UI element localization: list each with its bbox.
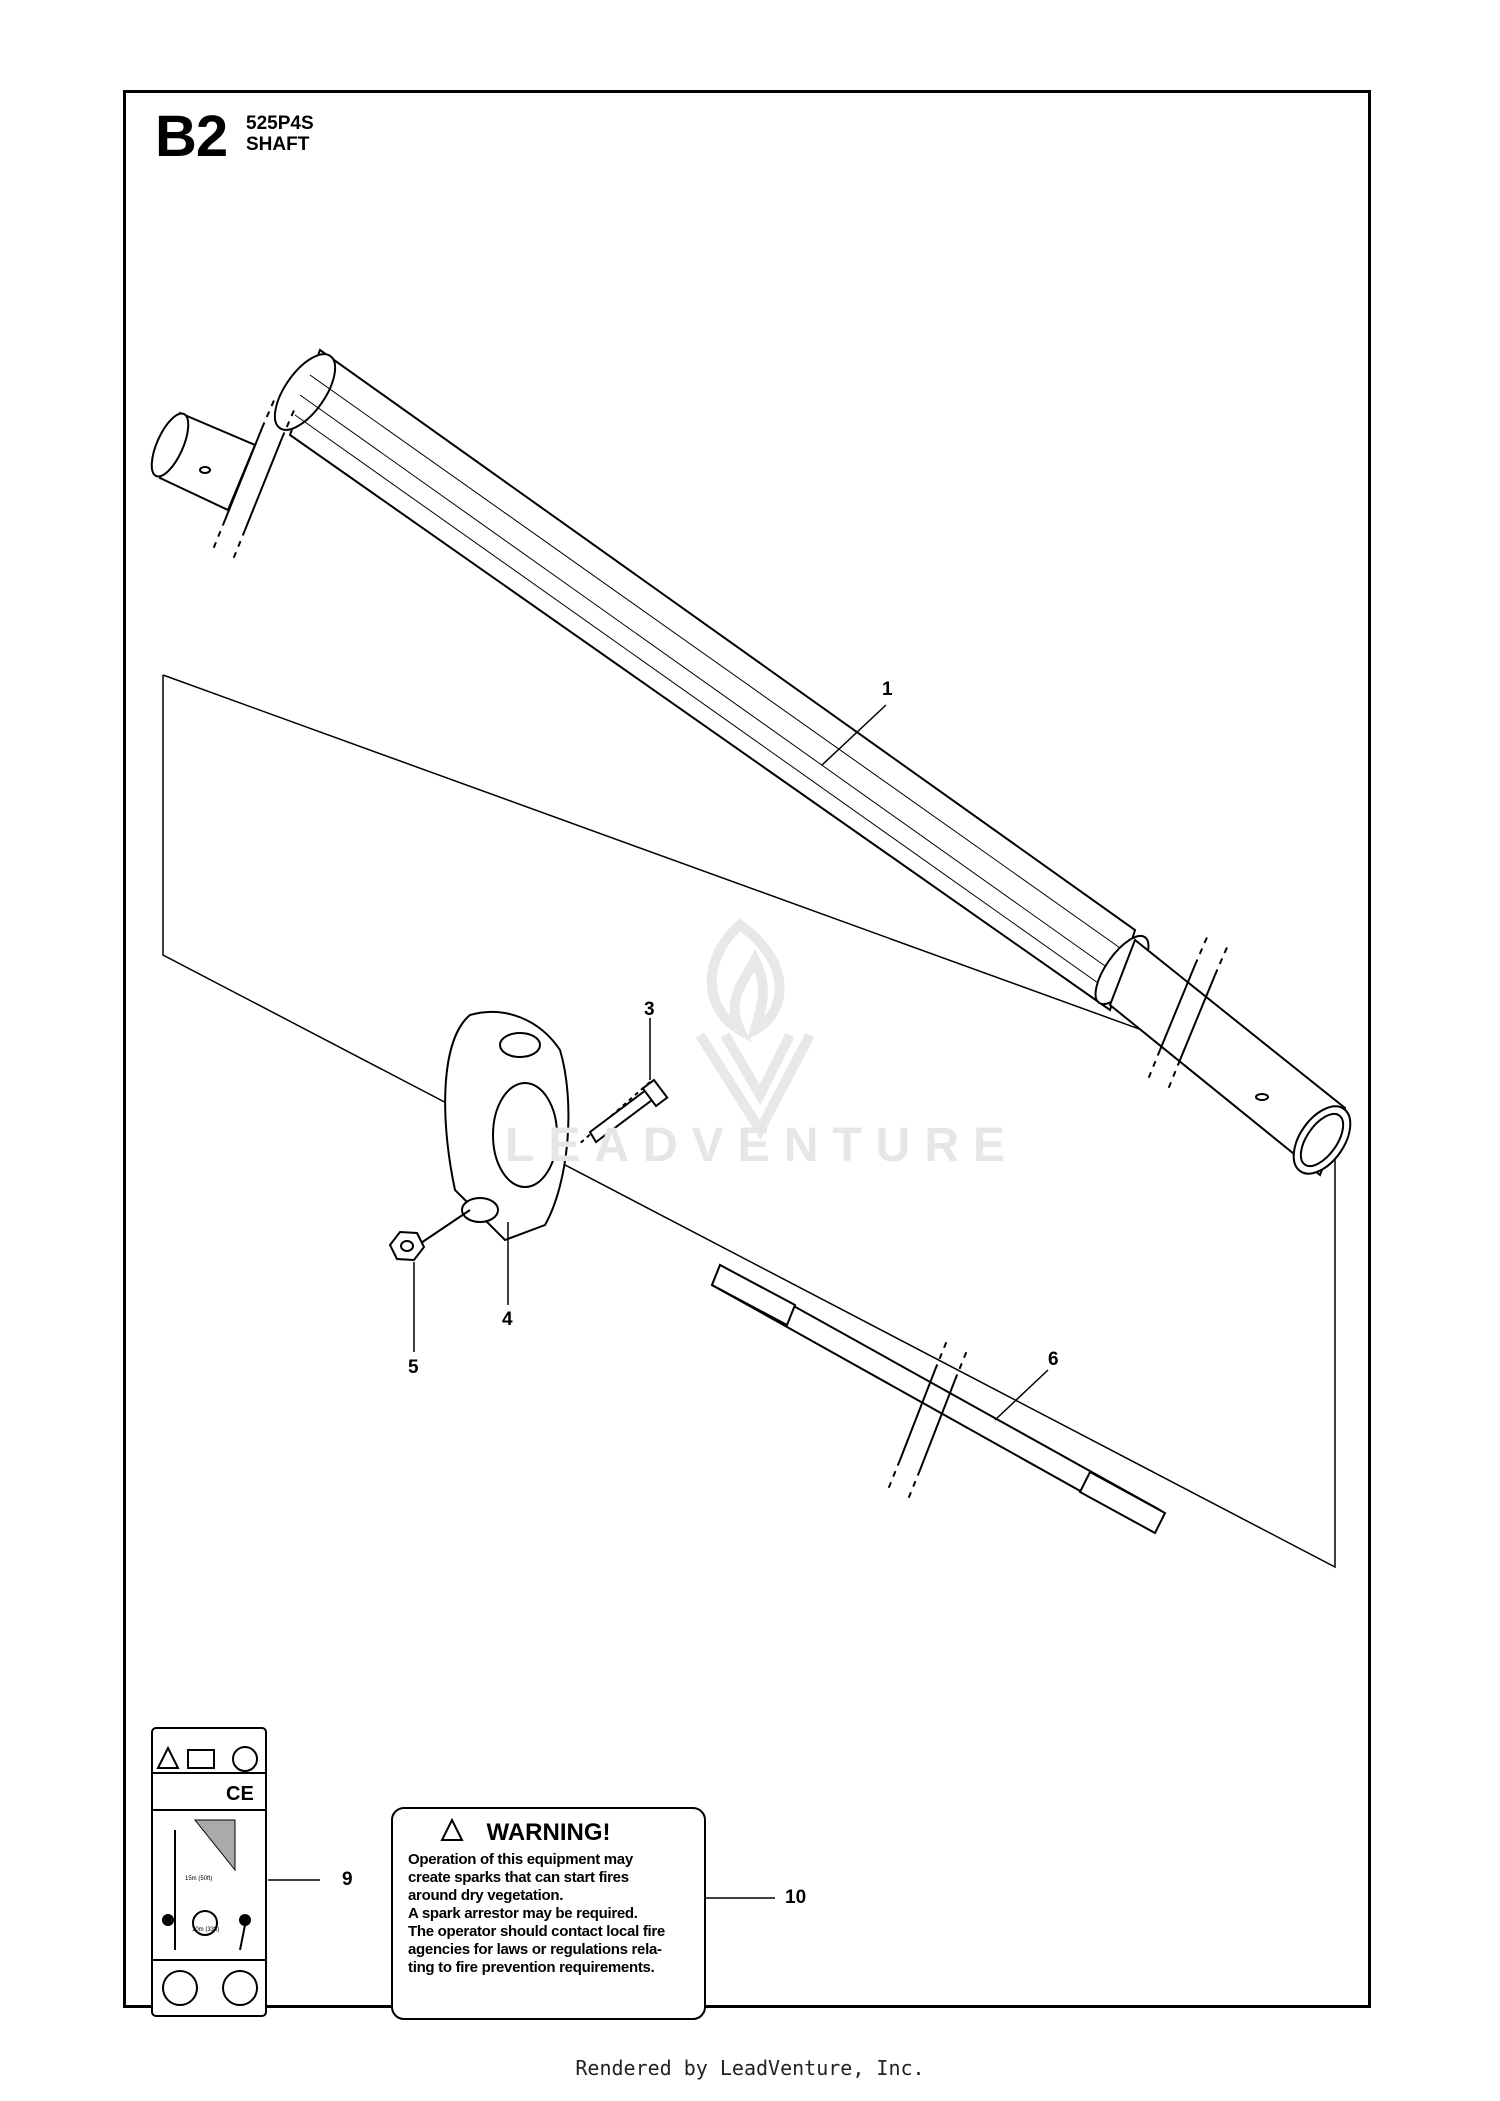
section-title: SHAFT bbox=[246, 134, 310, 155]
warning-label: WARNING! Operation of this equipment may… bbox=[392, 1808, 705, 2019]
callout-4: 4 bbox=[502, 1309, 513, 1330]
leader-lines bbox=[268, 704, 1049, 1899]
callout-1: 1 bbox=[882, 679, 893, 700]
footer-credit: Rendered by LeadVenture, Inc. bbox=[575, 2056, 925, 2080]
decal-distance-1: 15m (50ft) bbox=[185, 1876, 212, 1882]
callout-10: 10 bbox=[785, 1887, 807, 1908]
warning-line: A spark arrestor may be required. bbox=[408, 1905, 638, 1922]
warning-triangle-icon bbox=[440, 1817, 464, 1841]
callout-3: 3 bbox=[644, 999, 655, 1020]
warning-heading: WARNING! bbox=[486, 1819, 611, 1846]
safety-decal bbox=[151, 1727, 267, 2017]
page-code: B2 bbox=[155, 104, 228, 169]
warning-line: ting to fire prevention requirements. bbox=[408, 1959, 655, 1976]
warning-line: around dry vegetation. bbox=[408, 1887, 564, 1904]
outer-shaft-tube bbox=[150, 348, 1352, 1177]
drive-shaft bbox=[710, 1263, 1167, 1535]
ce-mark: CE bbox=[226, 1783, 254, 1805]
callout-5: 5 bbox=[408, 1357, 419, 1378]
callout-9: 9 bbox=[342, 1869, 353, 1890]
warning-line: The operator should contact local fire bbox=[408, 1923, 665, 1940]
warning-line: Operation of this equipment may bbox=[408, 1851, 633, 1868]
diagram-frame bbox=[123, 90, 1371, 2008]
nut bbox=[388, 1209, 471, 1262]
model-number: 525P4S bbox=[246, 113, 314, 134]
decal-distance-2: 10m (33ft) bbox=[192, 1927, 219, 1933]
screw bbox=[577, 1078, 669, 1146]
warning-line: agencies for laws or regulations rela- bbox=[408, 1941, 662, 1958]
shaft-break-marks bbox=[886, 1337, 969, 1503]
warning-label-outline bbox=[391, 1807, 706, 2020]
clamp bbox=[444, 1010, 570, 1242]
warning-line: create sparks that can start fires bbox=[408, 1869, 629, 1886]
watermark-text: LEADVENTURE bbox=[505, 1119, 1020, 1172]
assembly-outline bbox=[162, 675, 1336, 1569]
watermark-logo bbox=[695, 918, 815, 1140]
callout-6: 6 bbox=[1048, 1349, 1059, 1370]
break-marks bbox=[211, 397, 1229, 1093]
